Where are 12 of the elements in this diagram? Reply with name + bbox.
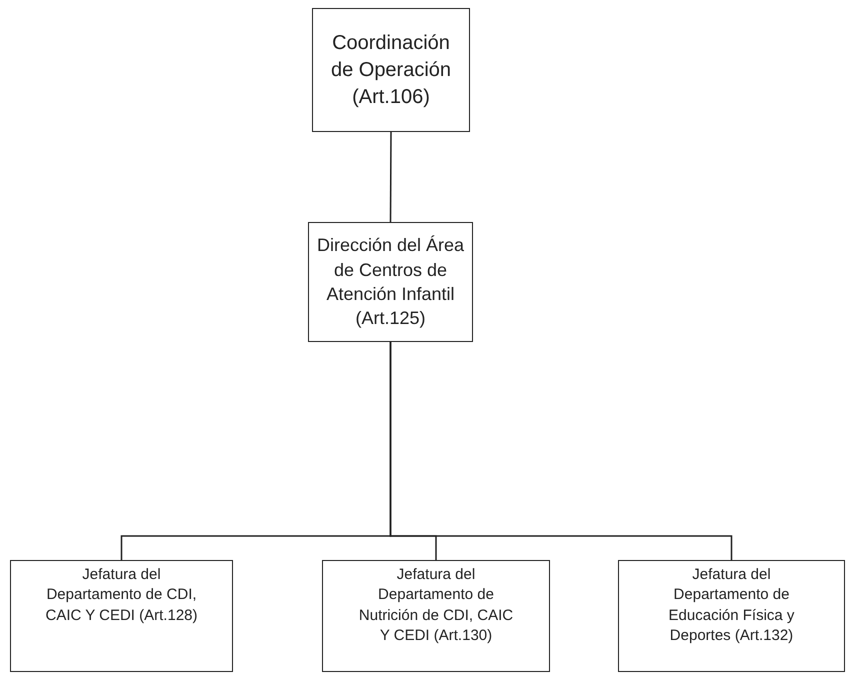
box-label: Jefatura del Departamento de CDI, CAIC Y CEDI (Art.128) xyxy=(44,565,198,626)
box-label: Dirección del Área de Centros de Atención Infantil (Art.125) xyxy=(316,234,466,330)
connector-line xyxy=(390,342,732,560)
org-box xyxy=(10,560,233,672)
box-label: Coordinación de Operación (Art.106) xyxy=(330,30,452,110)
org-box xyxy=(308,222,473,342)
box-label: Jefatura del Departamento de Educación Física y Deportes (Art.132) xyxy=(668,565,796,646)
org-box xyxy=(312,8,470,132)
org-box xyxy=(322,560,550,672)
org-box xyxy=(618,560,845,672)
box-label: Jefatura del Departamento de Nutrición de CDI, CAIC Y CEDI (Art.130) xyxy=(358,565,514,646)
connector-line xyxy=(390,132,392,222)
